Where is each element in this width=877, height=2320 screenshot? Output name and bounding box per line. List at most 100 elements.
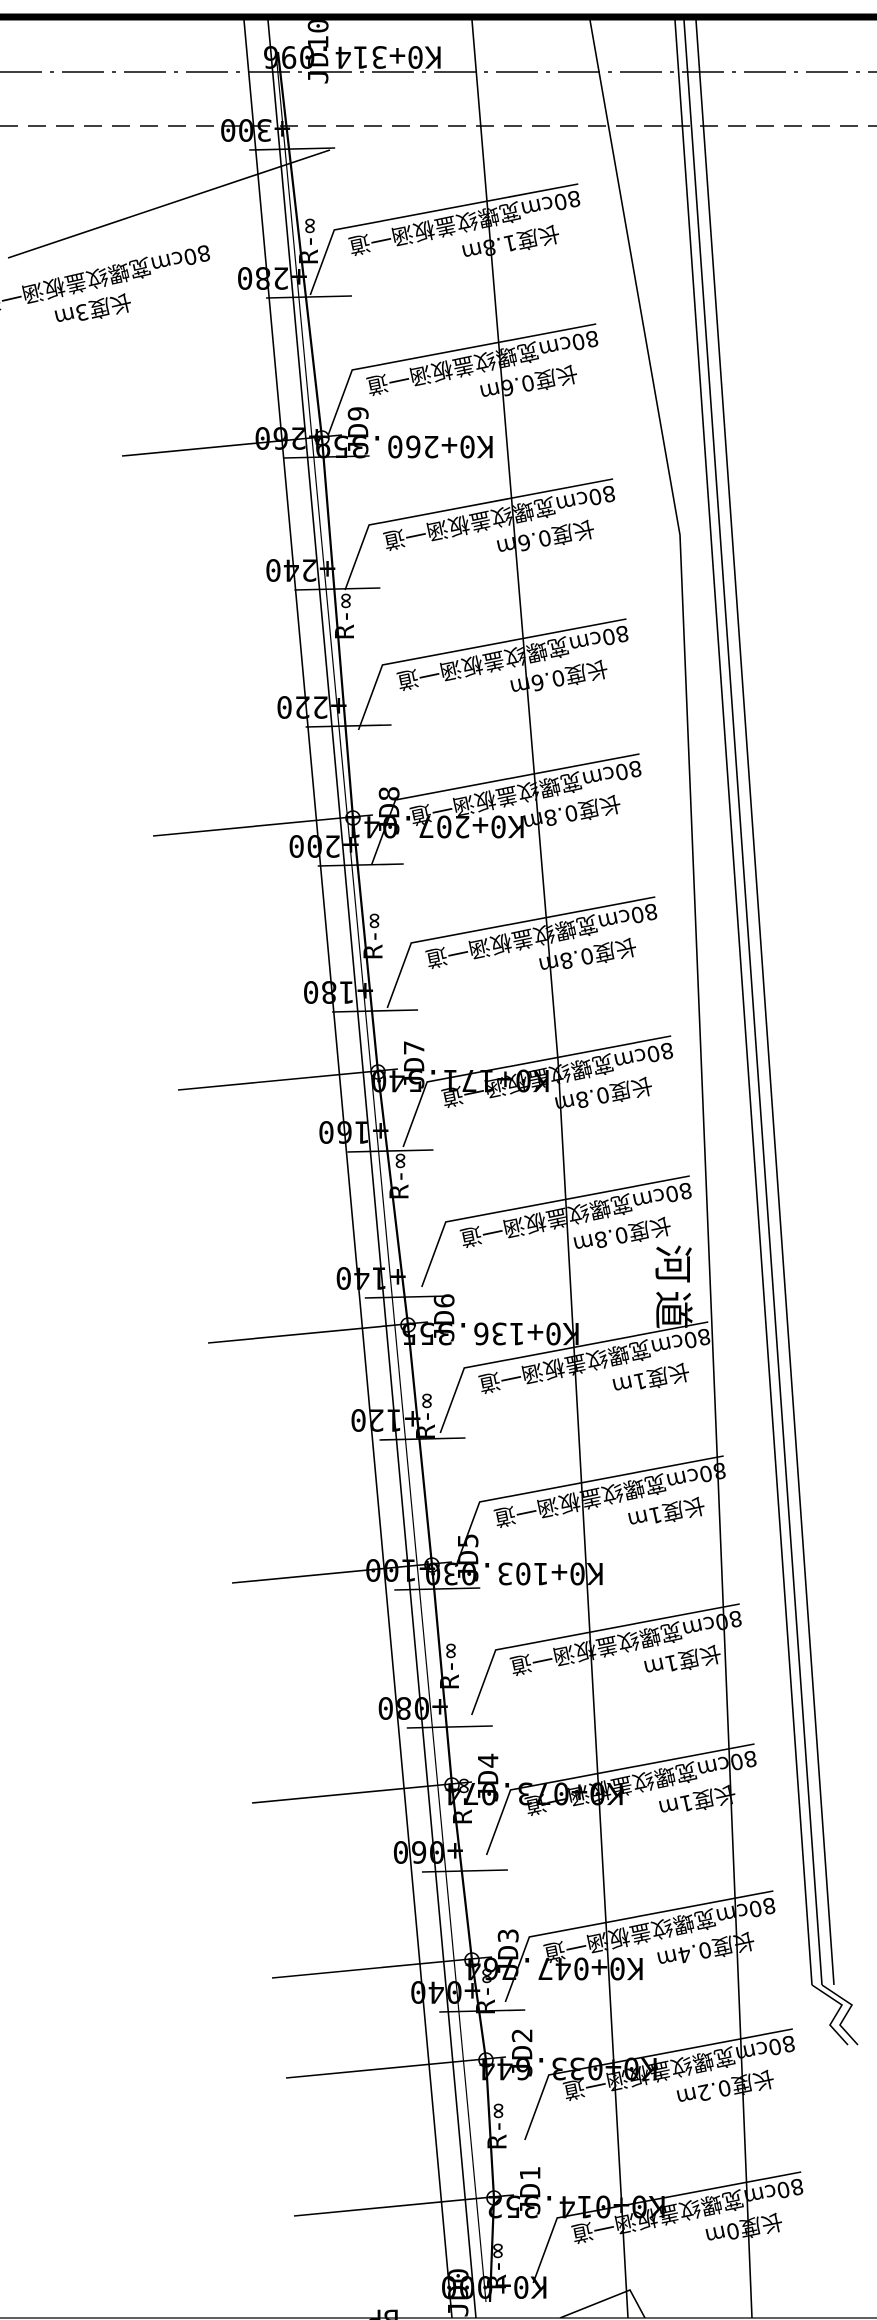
radius-label: R-∞	[386, 1153, 416, 1200]
culvert-leader	[532, 2171, 802, 2284]
jd-chainage-leader	[121, 434, 343, 457]
culvert-leader	[386, 896, 656, 1009]
jd-chainage-label: K0+014.352	[486, 2188, 667, 2223]
station-tick	[317, 863, 404, 867]
station-label: +080	[377, 1690, 449, 1725]
jd-name-label: JD3	[492, 1927, 525, 1978]
top-jd-label: JD10	[302, 18, 335, 85]
station-tick	[364, 1295, 451, 1299]
radius-label: R-∞	[472, 1968, 502, 2015]
station-tick	[266, 295, 353, 299]
radius-label: R-∞	[412, 1393, 442, 1440]
river-break-symbol	[811, 1984, 849, 2046]
jd-chainage-leader	[293, 2194, 515, 2217]
bottom-break-line	[559, 2288, 646, 2319]
road-right-edge	[471, 19, 629, 2319]
jd-chainage-label: K0+260.359	[314, 428, 495, 463]
radius-label: R-∞	[483, 2243, 513, 2290]
station-label: +220	[276, 689, 348, 724]
river-bank-line-1	[674, 19, 813, 1986]
river-label: 河道	[649, 1244, 695, 1336]
culvert-leader	[454, 1455, 724, 1568]
jd-chainage-leader	[177, 1068, 399, 1091]
top-chainage-label: K0+314.096	[262, 39, 443, 74]
station-tick	[305, 724, 392, 728]
jd-chainage-leader	[207, 1321, 429, 1344]
jd-chainage-label: K0+103.030	[424, 1555, 605, 1590]
station-tick	[421, 1869, 508, 1873]
river-break-symbol-2	[821, 1984, 859, 2046]
station-tick	[439, 2009, 526, 2013]
culvert-leader	[485, 1743, 755, 1856]
station-label: +120	[350, 1402, 422, 1437]
station-label: +140	[335, 1260, 407, 1295]
jd-name-label: JD5	[452, 1532, 485, 1583]
station-label: +200	[288, 828, 360, 863]
culvert-leader	[327, 323, 597, 436]
station-tick	[249, 147, 336, 151]
station-tick	[283, 455, 370, 459]
road-centerline-offset	[275, 51, 487, 2303]
culvert-leader	[439, 1321, 709, 1434]
station-tick	[379, 1437, 466, 1441]
culvert-leader	[370, 753, 640, 866]
jd-chainage-label: K0+047.764	[464, 1950, 645, 1985]
jd-name-label: JD7	[398, 1039, 431, 1090]
culvert-leader	[470, 1603, 740, 1716]
jd-chainage-leader	[231, 1561, 453, 1584]
river-bank-line-2	[683, 19, 823, 1986]
culvert-leader	[421, 1175, 690, 1288]
radius-label: R-∞	[359, 913, 389, 960]
jd-name-label: JD6	[428, 1292, 461, 1343]
left-culvert-label: 80cm宽螺纹盖板涵一道 长度3m	[0, 238, 213, 329]
jd-chainage-leader	[271, 1956, 493, 1979]
bottom-bp-label: BP	[366, 2303, 400, 2320]
culvert-leader	[402, 1035, 672, 1148]
radius-label: R-∞	[484, 2103, 514, 2150]
culvert-leader	[504, 1890, 774, 2003]
jd-name-label: JD8	[373, 785, 406, 836]
jd-chainage-label: K0+033.644	[478, 2050, 659, 2085]
field-boundary-line	[589, 19, 753, 2319]
road-left-inner-edge	[267, 19, 477, 2319]
jd-chainage-label: K0+136.355	[400, 1315, 581, 1350]
jd-name-label: JD2	[506, 2027, 539, 2078]
jd-name-label: JD4	[472, 1752, 505, 1803]
culvert-leader	[357, 618, 627, 731]
road-centerline	[276, 51, 496, 2303]
jd-chainage-label: K0+073.074	[444, 1775, 625, 1810]
station-label: +240	[264, 552, 336, 587]
jd-name-label: JD9	[342, 405, 375, 456]
station-label: +040	[409, 1974, 481, 2009]
station-tick	[406, 1725, 493, 1729]
jd-chainage-leader	[251, 1781, 473, 1804]
radius-label: R-∞	[295, 218, 325, 265]
station-tick	[332, 1009, 419, 1013]
station-label: +060	[392, 1834, 464, 1869]
station-label: +280	[236, 260, 308, 295]
jd-chainage-leader	[285, 2056, 507, 2079]
culvert-leader	[309, 183, 579, 296]
radius-label: R-∞	[331, 593, 361, 640]
river-bank-line-3	[695, 19, 835, 1986]
station-label: +160	[317, 1114, 389, 1149]
jd-chainage-leader	[152, 814, 374, 837]
culvert-leader	[344, 478, 614, 591]
radius-label: R-∞	[436, 1643, 466, 1690]
station-tick	[347, 1149, 434, 1153]
station-tick	[294, 587, 381, 591]
bottom-chainage-label: K0+000	[440, 2269, 548, 2304]
station-label: +180	[302, 974, 374, 1009]
jd-name-label: JD1	[514, 2165, 547, 2216]
